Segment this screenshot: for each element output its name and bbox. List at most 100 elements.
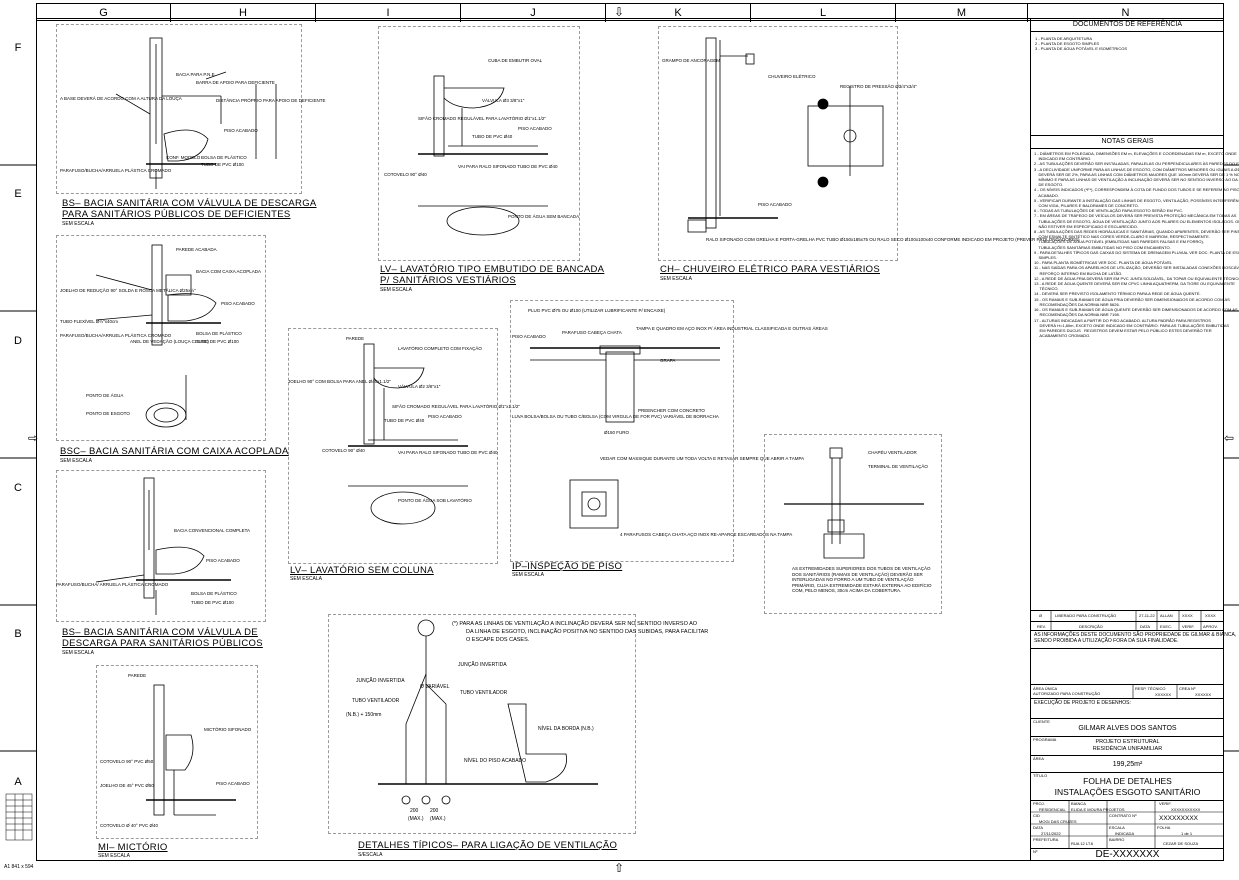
sheet-code: A1 841 x 594 xyxy=(4,864,34,870)
vent-title: DETALHES TÍPICOS– PARA LIGAÇÃO DE VENTIL… xyxy=(358,840,618,851)
general-note-line: TUBULAÇÕES DE ESGOTO, ÁGUA DE VENTILAÇÃO… xyxy=(1034,218,1239,224)
drawing-label: 4 PARAFUSOS CABEÇA CHATA AÇO INOX RE-APA… xyxy=(620,532,792,537)
rev-h-desc: DESCRIÇÃO xyxy=(1079,624,1103,629)
drawing-label: TUBO DE PVC Ø100 xyxy=(191,600,234,605)
crea-value: XXXXXX xyxy=(1195,692,1212,697)
column-grid-top: G H I J K L M N xyxy=(36,3,1224,22)
drawing-label: JOELHO 90° COM BOLSA PARA ANEL Ø40x1.1/2… xyxy=(288,379,391,384)
general-note-line: 14 - DEVERÁ SER PREVISTO ISOLAMENTO TÉRM… xyxy=(1034,291,1201,297)
detail-bs-deficientes xyxy=(56,24,302,194)
vent-note-line3: O ESCAPE DOS CASES. xyxy=(466,637,530,643)
drawing-label: VAI PARA RALO SIFONADO TUBO DE PVC Ø40 xyxy=(458,164,558,169)
lv-emb-scale: SEM ESCALA xyxy=(380,287,412,293)
sheet-size-table xyxy=(5,793,33,841)
rev-h-verif: VERIF. xyxy=(1182,624,1195,629)
resp-label: RESP. TÉCNICO xyxy=(1135,686,1166,691)
revision-grid xyxy=(1050,610,1202,630)
rev-h-exec: EXEC. xyxy=(1160,624,1173,629)
drawing-label: RALO SIFONADO COM GRELHA E PORTA-GRELHA … xyxy=(706,237,1080,242)
exec-label: EXECUÇÃO DE PROJETO E DESENHOS: xyxy=(1034,700,1131,706)
drawing-label: JUNÇÃO INVERTIDA xyxy=(458,661,507,668)
drawing-label: PAREDE xyxy=(128,673,146,678)
contract-label: CONTRATO Nº xyxy=(1109,813,1137,818)
lv-col-scale: SEM ESCALA xyxy=(290,576,322,582)
area-value: 199,25m² xyxy=(1112,761,1143,768)
general-note-line: 2 - AS TUBULAÇÕES DEVERÃO SER INSTALADAS… xyxy=(1034,161,1239,167)
drawing-label: TUBO DE PVC Ø100 xyxy=(196,339,239,344)
grid-col-n: N xyxy=(1121,7,1130,19)
bs-pub-title-line1: BS– BACIA SANITÁRIA COM VÁLVULA DE xyxy=(62,627,258,638)
general-note-line: SIMPLES. xyxy=(1034,255,1057,261)
general-note-line: NÃO ESTIVER EM ESPECIFICADO E ESCLARECID… xyxy=(1034,223,1139,229)
drawing-label: BARRA DE APOIO PARA DEFICIENTE xyxy=(196,80,275,85)
drawing-label: PISO ACABADO xyxy=(518,126,552,131)
resp-value: XXXXXX xyxy=(1155,692,1172,697)
drawing-label: PISO ACABADO xyxy=(428,414,462,419)
cid-label: CID xyxy=(1033,813,1040,818)
area-label: ÁREA xyxy=(1033,756,1044,761)
ip-title: IP–INSPEÇÃO DE PISO xyxy=(512,561,623,572)
general-note-line: INDICADO EM CONTRÁRIO. xyxy=(1034,156,1092,162)
terminal-note: AS EXTREMIDADES SUPERIORES DOS TUBOS DE … xyxy=(792,566,932,593)
pref-label: PREFEITURA xyxy=(1033,837,1059,842)
grid-col-m: M xyxy=(896,4,1028,22)
rev-h-aprov: APROV. xyxy=(1203,624,1218,629)
lv-emb-title-line2: P/ SANITÁRIOS VESTIÁRIOS xyxy=(380,275,517,286)
bs-def-title-line1: BS– BACIA SANITÁRIA COM VÁLVULA DE DESCA… xyxy=(62,198,317,209)
client-label: CLIENTE xyxy=(1033,719,1050,724)
general-note-line: COM VIGA, PILARES E BALDRAMES DE CONCRET… xyxy=(1034,203,1139,209)
small-fields-grid xyxy=(1132,684,1178,698)
general-note-line: DEVERÁ H=1,80m, EXCETO ONDE INDICADO EM … xyxy=(1034,322,1230,328)
drawing-label: CHAPÉU VENTILADOR xyxy=(868,449,918,455)
drawing-label: VEDAR COM MASSIQUE DURANTE UM TODA VOLTA… xyxy=(600,456,804,461)
program-line1: PROJETO ESTRUTURAL xyxy=(1095,739,1160,745)
general-note-line: 13 - A REDE DE ÁGUA QUENTE DEVERÁ SER EM… xyxy=(1034,281,1235,287)
general-note-line: 1 - DIÂMETROS EM POLEGADA, DIMENSÕES EM … xyxy=(1034,151,1237,156)
rev-c2: XXXX xyxy=(1205,613,1216,618)
vent-note-line2: DA LINHA DE ESGOTO, INCLINAÇÃO POSITIVA … xyxy=(466,629,709,635)
drawing-label: PISO ACABADO xyxy=(206,558,240,563)
drawing-label: BACIA COM CAIXA ACOPLADA xyxy=(196,269,261,274)
contract-value: XXXXXXXXX xyxy=(1159,815,1199,822)
general-note-line: RECOMENDAÇÕES DA NORMA NBR 7198. xyxy=(1034,312,1120,318)
scale-value: INDICADA xyxy=(1115,831,1135,836)
sheet-title-line2: INSTALAÇÕES ESGOTO SANITÁRIO xyxy=(1054,787,1201,797)
mictorio-drawing: PAREDE MICTÓRIO SIFONADO COTOVELO 90° PV… xyxy=(100,673,252,828)
drawing-label: PISO ACABADO xyxy=(216,781,250,786)
rev-h-date: DATA xyxy=(1140,624,1151,629)
general-notes: 1 - DIÂMETROS EM POLEGADA, DIMENSÕES EM … xyxy=(1034,151,1239,338)
drawing-label: PREENCHER COM CONCRETO xyxy=(638,408,705,413)
drawing-label: TUBO VENTILADOR xyxy=(460,690,508,696)
scale-label: ESCALA xyxy=(1109,825,1125,830)
notes-title: NOTAS GERAIS xyxy=(1031,135,1224,149)
verif-value: XXXXXXXXXXX xyxy=(1171,807,1201,812)
detail-bsc xyxy=(56,235,266,441)
drawing-label: BACIA PARA P.N.E. xyxy=(176,72,216,77)
general-note-line: TUBULAÇÕES SANITÁRIAS EMBUTIDAS NO PISO … xyxy=(1034,244,1171,250)
drawing-label: JOELHO DE 45° PVC Ø50 xyxy=(100,783,154,788)
drawing-label: NÍVEL DA BORDA (N.B.) xyxy=(538,725,594,732)
detail-bs-publicos xyxy=(56,470,266,622)
drawing-label: COTOVELO 90° Ø40 xyxy=(384,172,427,177)
drawing-label: SIFÃO CROMADO REGULÁVEL PARA LAVATÓRIO Ø… xyxy=(418,115,546,121)
drawing-label: NÍVEL DO PISO ACABADO xyxy=(464,757,526,764)
general-note-line: 5 - VERIFICAR DURANTE A INSTALAÇÃO DAS L… xyxy=(1034,197,1239,203)
crea-label: CREA Nº xyxy=(1179,686,1196,691)
drawing-label: GRAMPO DE ANCORAGEM xyxy=(662,58,720,63)
title-block-panel: DOCUMENTOS DE REFERÊNCIA 1 - PLANTA DE A… xyxy=(1030,18,1239,861)
general-note-line: 17 - ALTURAS INDICADAS A PARTIR DO PISO … xyxy=(1034,317,1211,323)
detail-inspecao-piso xyxy=(510,300,734,562)
center-mark-bottom-icon: ⇧ xyxy=(614,861,625,875)
drawing-label: (MAX.) xyxy=(430,816,446,822)
general-note-line: TUBULAÇÕES DE ÁGUA POTÁVEL (EMBUTIDAS NA… xyxy=(1034,239,1204,245)
detail-terminal-ventilacao xyxy=(764,434,942,614)
author-value: ELIDA E MOURA PROJETOS xyxy=(1071,807,1125,812)
grid-row-e: E xyxy=(14,188,22,200)
general-note-line: 10 - PARA PLANTA ISOMÉTRICAS VER DOC. PL… xyxy=(1034,260,1173,266)
general-note-line: 7 - EM ÁREAS DE TRÁFEGO DE VEÍCULOS DEVE… xyxy=(1034,213,1237,219)
rev-description: LIBERADO PARA CONSTRUÇÃO xyxy=(1055,613,1117,618)
detail-lv-sem-coluna xyxy=(288,328,498,564)
drawing-label: CUBA DE EMBUTIR OVAL xyxy=(488,58,543,63)
drawing-label: TUBO DE PVC Ø40 xyxy=(472,134,513,139)
verif-label: VERIF. xyxy=(1159,801,1172,806)
